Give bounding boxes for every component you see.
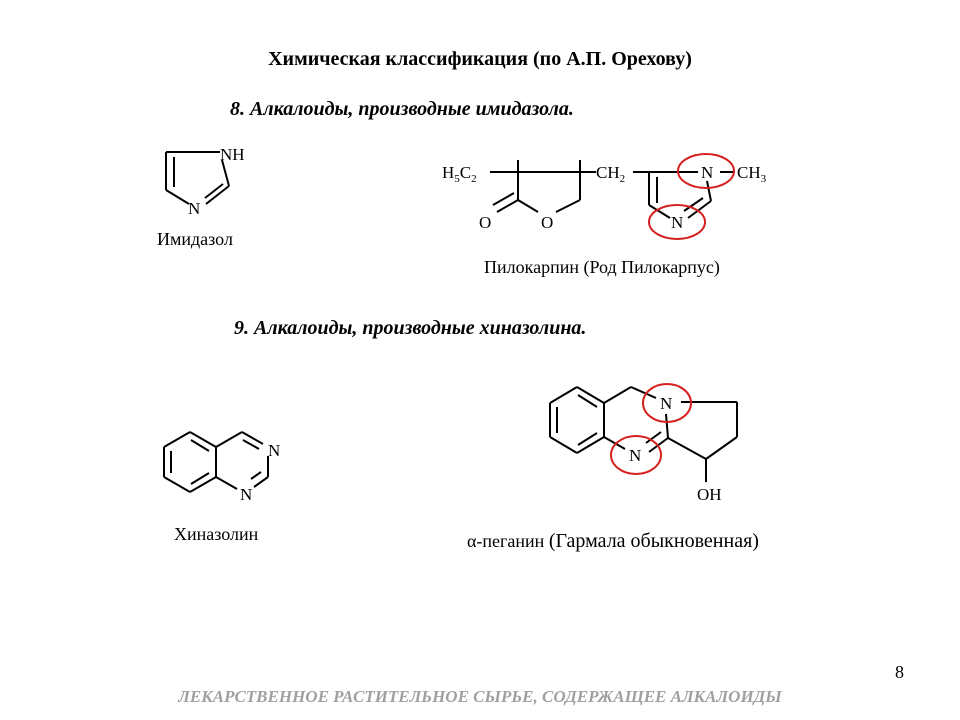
peganine-caption: α-пеганин (Гармала обыкновенная) — [467, 530, 759, 553]
pilocarpine-caption: Пилокарпин (Род Пилокарпус) — [484, 257, 720, 277]
pilocarpine-n2-highlight — [648, 204, 706, 240]
pilocarpine-n1-highlight — [677, 153, 735, 189]
quinazoline-n1-label: N — [240, 485, 252, 504]
imidazole-nh-label: NH — [220, 145, 245, 164]
peganine-oh-label: OH — [697, 485, 722, 504]
slide-title: Химическая классификация (по А.П. Орехов… — [268, 48, 692, 70]
peganine-n-top-highlight — [642, 383, 692, 423]
peganine-n-left-highlight — [610, 435, 662, 475]
quinazoline-n3-label: N — [268, 441, 280, 460]
section-9-heading: 9. Алкалоиды, производные хиназолина. — [234, 317, 587, 339]
imidazole-caption: Имидазол — [157, 229, 233, 249]
pilocarpine-n2-label: N — [671, 213, 683, 232]
pilocarpine-ch2-label: CH2 — [596, 163, 625, 185]
peganine-caption-source: (Гармала обыкновенная) — [548, 530, 759, 552]
page-number: 8 — [895, 662, 904, 682]
peganine-n-top-label: N — [660, 394, 672, 413]
pilocarpine-n1-label: N — [701, 163, 713, 182]
pilocarpine-ch3-label: CH3 — [737, 163, 767, 185]
quinazoline-caption: Хиназолин — [174, 524, 259, 544]
pilocarpine-o-carbonyl-label: O — [479, 213, 491, 232]
peganine-n-left-label: N — [629, 446, 641, 465]
pilocarpine-o-ring-label: O — [541, 213, 553, 232]
slide-footer: ЛЕКАРСТВЕННОЕ РАСТИТЕЛЬНОЕ СЫРЬЕ, СОДЕРЖ… — [178, 687, 782, 706]
pilocarpine-h5c2-label: H5C2 — [442, 163, 477, 185]
peganine-caption-prefix: α-пеганин — [467, 531, 545, 551]
imidazole-n-label: N — [188, 199, 200, 218]
section-8-heading: 8. Алкалоиды, производные имидазола. — [230, 98, 574, 120]
